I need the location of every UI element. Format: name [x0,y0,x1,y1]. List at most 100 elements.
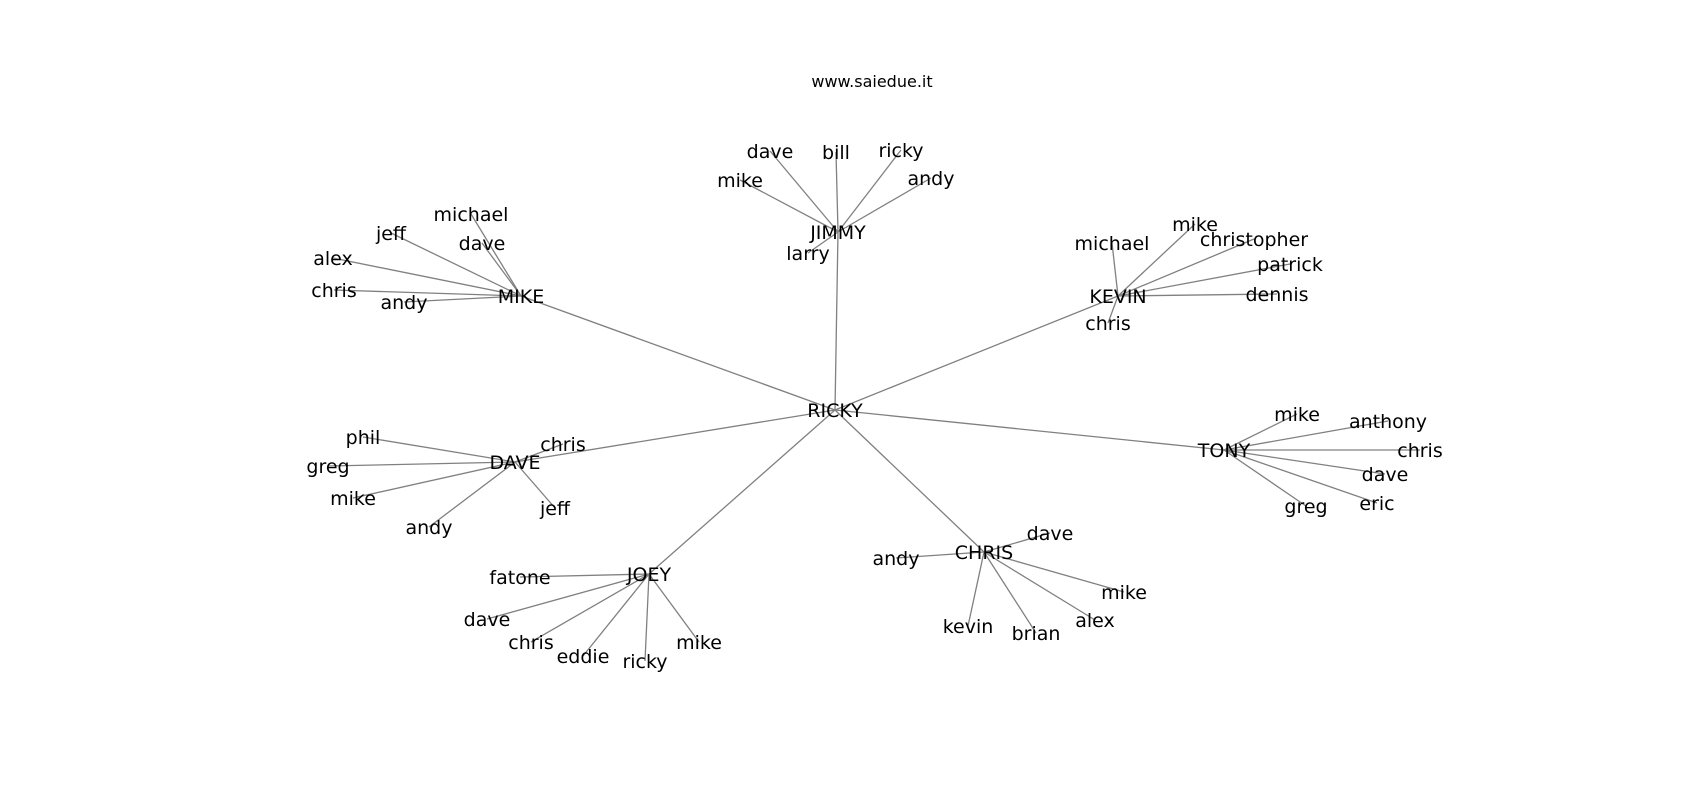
leaf-node-chris-alex: alex [1075,610,1115,632]
leaf-node-kevin-mike: mike [1172,214,1218,236]
edge-root-tony [834,409,1225,451]
edge-kevin-patrick [1117,263,1291,297]
edge-tony-dave [1223,449,1386,475]
edge-joey-chris [530,573,650,643]
edge-kevin-chris [1107,295,1119,324]
hub-node-chris: CHRIS [955,542,1013,564]
edge-kevin-christopher [1117,238,1255,297]
edge-mike-jeff [390,232,522,297]
leaf-node-tony-greg: greg [1284,496,1327,518]
leaf-node-joey-ricky: ricky [622,651,667,673]
edges-layer [327,149,1420,662]
edge-jimmy-andy [837,177,932,233]
edge-dave-andy [428,461,516,528]
leaf-node-kevin-christopher: christopher [1200,229,1308,251]
leaf-node-mike-chris: chris [311,280,356,302]
leaf-node-dave-phil: phil [346,427,381,449]
leaf-node-chris-kevin: kevin [943,616,994,638]
hub-node-kevin: KEVIN [1089,286,1146,308]
leaf-node-joey-mike: mike [676,632,722,654]
edge-chris-brian [983,551,1037,634]
leaf-node-joey-eddie: eddie [557,646,610,668]
edge-mike-andy [403,295,522,303]
leaf-node-tony-dave: dave [1362,464,1409,486]
leaf-node-mike-dave: dave [459,233,506,255]
leaf-node-kevin-dennis: dennis [1245,284,1308,306]
leaf-node-jimmy-mike: mike [717,170,763,192]
edge-mike-chris [333,289,522,297]
edge-tony-greg [1223,449,1307,507]
leaf-node-jimmy-dave: dave [747,141,794,163]
edge-joey-dave [486,573,650,620]
edge-dave-mike [352,461,516,499]
leaf-node-jimmy-andy: andy [908,168,955,190]
edge-kevin-mike [1117,223,1196,297]
leaf-node-mike-michael: michael [434,204,509,226]
edge-joey-ricky [644,573,650,662]
leaf-node-chris-brian: brian [1012,623,1061,645]
leaf-node-mike-alex: alex [313,248,353,270]
leaf-node-tony-mike: mike [1274,404,1320,426]
hub-node-tony: TONY [1197,440,1251,462]
leaf-node-joey-chris: chris [508,632,553,654]
leaf-node-dave-jeff: jeff [539,498,571,520]
leaf-node-kevin-patrick: patrick [1257,254,1323,276]
edge-kevin-dennis [1117,293,1278,297]
edge-tony-mike [1223,413,1298,451]
edge-jimmy-dave [769,150,839,233]
edge-root-dave [514,409,836,463]
hub-node-jimmy: JIMMY [809,222,866,244]
leaf-node-dave-chris: chris [540,434,585,456]
edge-dave-greg [327,461,516,467]
leaf-node-kevin-michael: michael [1075,233,1150,255]
leaf-node-dave-mike: mike [330,488,376,510]
leaf-node-joey-dave: dave [464,609,511,631]
leaf-node-tony-anthony: anthony [1349,411,1427,433]
edge-jimmy-ricky [837,149,902,233]
edge-chris-alex [983,551,1096,621]
edge-dave-jeff [514,461,556,509]
leaf-node-kevin-chris: chris [1085,313,1130,335]
root-node-label: RICKY [807,400,863,422]
edge-kevin-michael [1111,242,1119,297]
leaf-node-tony-chris: chris [1397,440,1442,462]
leaf-node-jimmy-ricky: ricky [878,140,923,162]
leaf-node-jimmy-bill: bill [822,142,850,164]
hub-node-joey: JOEY [626,564,672,586]
edge-root-joey [648,409,836,575]
edge-chris-dave [983,532,1051,553]
edge-mike-dave [481,242,522,297]
edge-joey-fatone [519,573,650,578]
edge-jimmy-mike [739,179,839,233]
leaf-node-tony-eric: eric [1359,493,1394,515]
edge-jimmy-bill [835,151,839,233]
edge-root-mike [520,295,836,411]
edge-chris-mike [983,551,1125,593]
leaf-node-chris-andy: andy [873,548,920,570]
edge-root-jimmy [834,231,839,411]
leaf-node-chris-mike: mike [1101,582,1147,604]
leaf-node-jimmy-larry: larry [786,243,829,265]
edge-chris-andy [895,551,985,559]
edge-mike-michael [470,213,522,297]
hub-node-mike: MIKE [498,286,544,308]
edge-jimmy-larry [807,231,839,254]
leaf-node-dave-greg: greg [306,456,349,478]
leaf-node-chris-dave: dave [1027,523,1074,545]
labels-layer: RICKY JIMMY mike dave bill ricky andy larryMIKE… [306,140,1442,673]
leaf-node-mike-andy: andy [381,292,428,314]
edge-mike-alex [332,257,522,297]
edge-joey-eddie [582,573,650,657]
page-title: www.saiedue.it [811,72,932,91]
edge-joey-mike [648,573,700,643]
leaf-node-dave-andy: andy [406,517,453,539]
leaf-node-mike-jeff: jeff [375,223,407,245]
edge-root-kevin [834,295,1119,411]
edge-dave-phil [362,436,516,463]
edge-root-chris [834,409,985,553]
leaf-node-joey-fatone: fatone [489,567,550,589]
edge-tony-anthony [1223,420,1389,451]
edge-chris-kevin [967,551,985,627]
edge-dave-chris [514,443,564,463]
